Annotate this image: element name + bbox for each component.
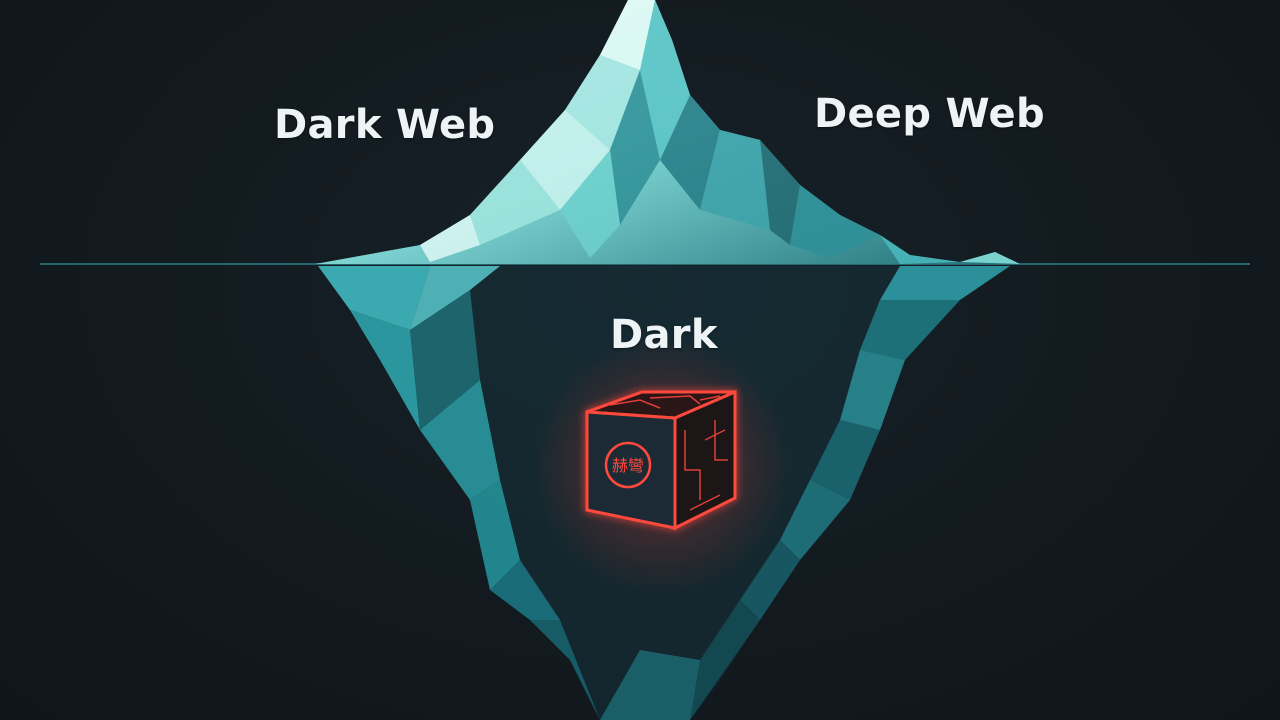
label-dark-web: Dark Web <box>274 102 496 148</box>
iceberg-tip <box>315 0 1020 264</box>
label-deep-web: Deep Web <box>814 91 1045 137</box>
cube-side-face <box>673 389 737 531</box>
cube-glyph: 赫彎 <box>612 456 644 475</box>
cube-emblem <box>604 441 652 489</box>
dark-web-cube: 赫彎 <box>532 335 792 595</box>
label-dark: Dark <box>610 312 718 358</box>
